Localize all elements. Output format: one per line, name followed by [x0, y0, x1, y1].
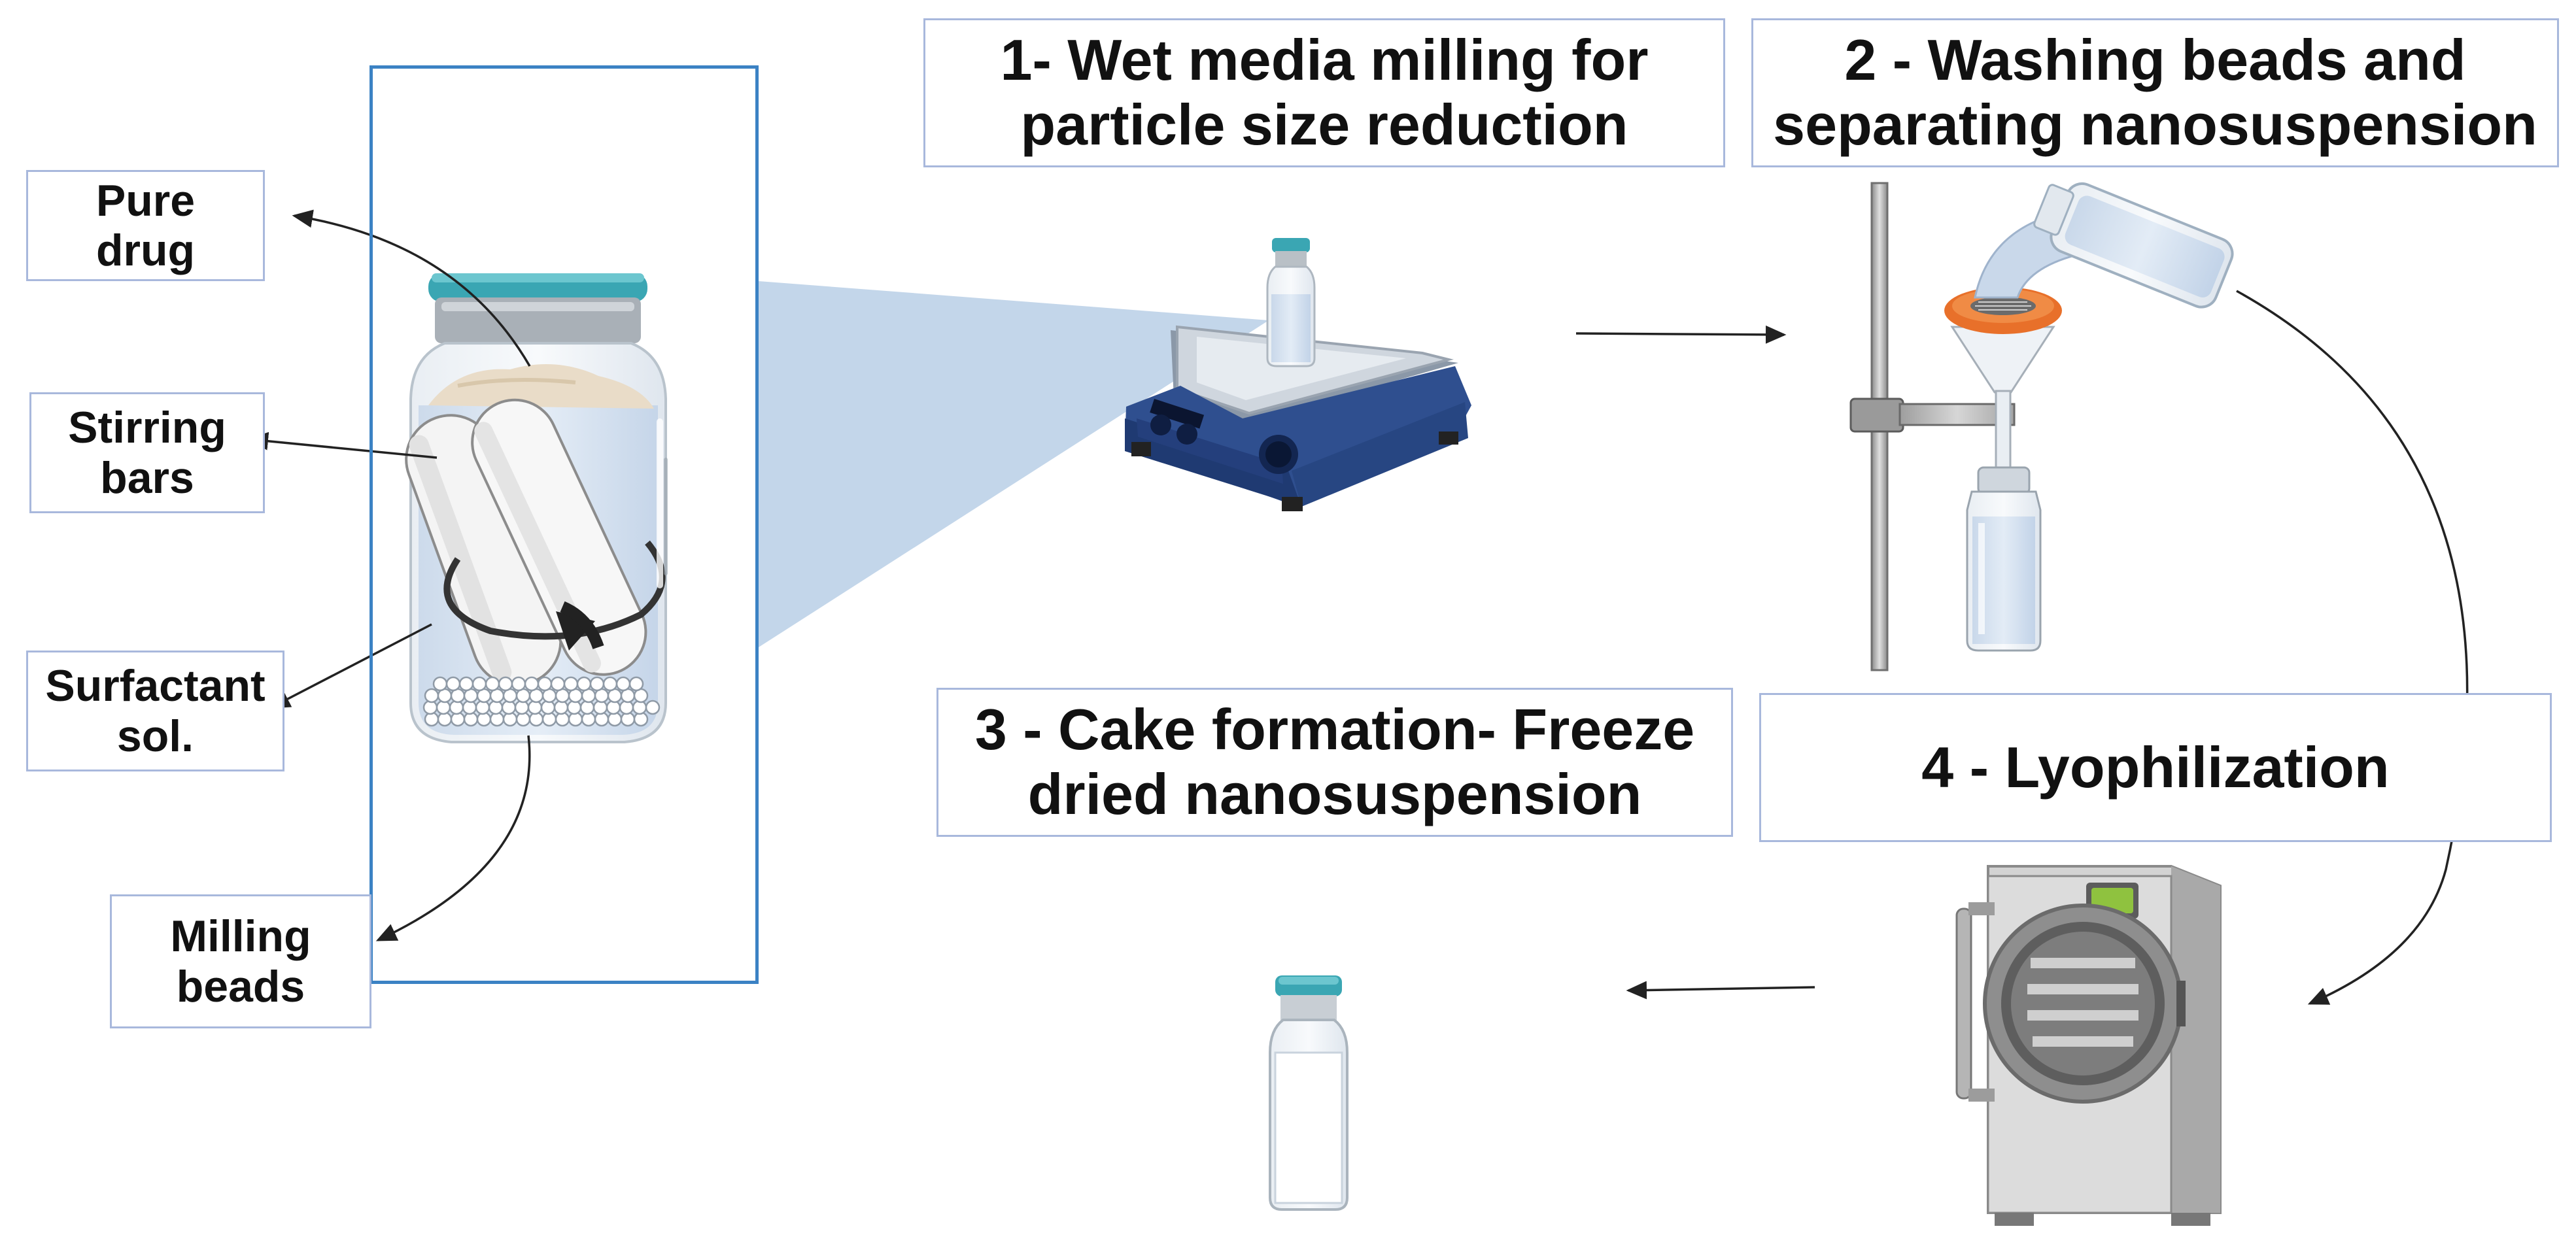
step-4-label: 4 - Lyophilization	[1759, 693, 2552, 842]
hot-plate-stirrer	[1125, 238, 1471, 511]
zoom-beam	[759, 281, 1269, 647]
zoom-box	[369, 65, 759, 984]
freeze-dryer	[1955, 865, 2222, 1226]
arrow-pure-drug	[292, 209, 531, 367]
arrow-step2-to-step4	[2236, 290, 2469, 1005]
arrow-step1-to-step2	[1575, 325, 1787, 344]
milling-bead	[628, 676, 644, 692]
arrow-stirring-bars	[247, 431, 438, 459]
arrow-surfactant	[269, 623, 432, 709]
filtration-setup	[1849, 182, 2234, 671]
milling-bead	[645, 700, 661, 715]
final-vial	[1269, 975, 1348, 1211]
arrow-milling-beads	[375, 735, 531, 941]
arrow-step4-to-step3	[1626, 981, 1815, 1000]
beads-layer	[422, 676, 661, 727]
